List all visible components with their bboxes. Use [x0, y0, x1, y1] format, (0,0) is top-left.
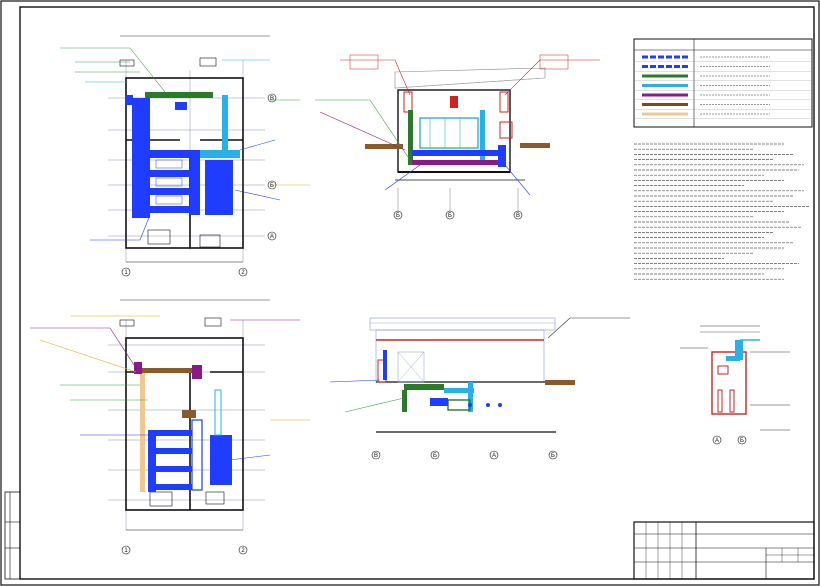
section-upper-axis-markers [393, 210, 523, 220]
axis-label: А [715, 438, 719, 444]
axis-label: В [516, 213, 520, 219]
axis-label: Б [551, 453, 555, 459]
axis-label: В [374, 453, 378, 459]
plan-upper-axis-markers [121, 93, 277, 277]
axis-label: 1 [124, 270, 128, 276]
axis-label: Б [740, 438, 744, 444]
axis-label: 2 [241, 548, 245, 554]
legend-row [634, 112, 812, 119]
legend-row [634, 55, 812, 62]
axis-label: Б [396, 213, 400, 219]
axis-label: Б [448, 213, 452, 219]
legend-row [634, 93, 812, 100]
legend-row [634, 84, 812, 91]
section-small: А Б [680, 325, 790, 445]
section-upper: Б Б В [315, 54, 600, 220]
axis-label: 1 [124, 548, 128, 554]
legend-row [634, 74, 812, 81]
axis-label: А [492, 453, 496, 459]
axis-label: А [270, 234, 274, 240]
plan-upper: 1 2 В Б А [60, 35, 310, 277]
legend-row [634, 65, 812, 72]
plan-upper-grid [108, 60, 265, 262]
general-notes [634, 143, 809, 280]
axis-label: Б [433, 453, 437, 459]
axis-label: 2 [241, 270, 245, 276]
section-lower: В Б А Б [329, 317, 630, 460]
title-block [633, 521, 815, 580]
plan-lower: 1 2 [30, 299, 310, 555]
inner-frame [19, 6, 815, 580]
binding-strip [4, 491, 21, 580]
axis-label: В [270, 96, 274, 102]
legend-table [633, 38, 813, 128]
legend-row [634, 103, 812, 110]
axis-label: Б [270, 183, 274, 189]
